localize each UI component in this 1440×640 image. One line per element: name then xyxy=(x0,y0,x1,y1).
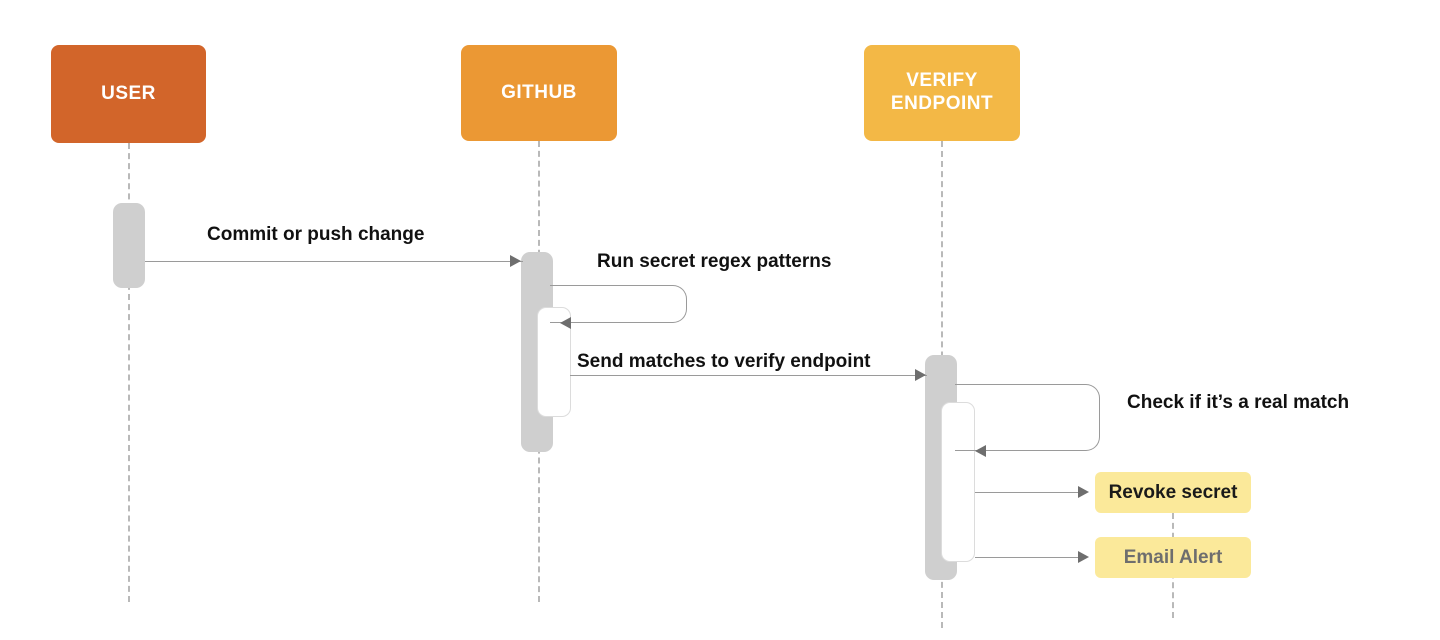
message-line-email-alert xyxy=(975,557,1080,558)
self-loop-check-real-match xyxy=(955,384,1100,451)
note-label-revoke-secret: Revoke secret xyxy=(1108,481,1238,503)
arrow-head-icon-revoke-secret xyxy=(1078,486,1089,498)
note-label-email-alert: Email Alert xyxy=(1123,546,1223,568)
activation-bar-verify-inner xyxy=(941,402,975,562)
arrow-head-icon-run-secret-regex xyxy=(560,317,571,329)
message-line-commit-or-push xyxy=(145,261,523,262)
activation-bar-user xyxy=(113,203,145,288)
message-line-send-matches xyxy=(570,375,927,376)
self-loop-run-secret-regex xyxy=(550,285,687,323)
arrow-head-icon-send-matches xyxy=(915,369,926,381)
message-label-send-matches: Send matches to verify endpoint xyxy=(577,351,871,372)
arrow-head-icon-check-real-match xyxy=(975,445,986,457)
participant-box-user[interactable]: USER xyxy=(51,45,206,143)
arrow-head-icon-commit-or-push xyxy=(510,255,521,267)
note-box-revoke-secret[interactable]: Revoke secret xyxy=(1095,472,1251,513)
participant-box-verify[interactable]: VERIFY ENDPOINT xyxy=(864,45,1020,141)
participant-label-user: USER xyxy=(101,82,156,104)
participant-box-github[interactable]: GITHUB xyxy=(461,45,617,141)
arrow-head-icon-email-alert xyxy=(1078,551,1089,563)
participant-label-verify: VERIFY ENDPOINT xyxy=(890,70,994,114)
lifeline-user xyxy=(128,143,130,602)
note-box-email-alert[interactable]: Email Alert xyxy=(1095,537,1251,578)
message-line-revoke-secret xyxy=(975,492,1080,493)
message-label-run-secret-regex: Run secret regex patterns xyxy=(597,251,832,272)
message-label-check-real-match: Check if it’s a real match xyxy=(1127,392,1350,413)
participant-label-github: GITHUB xyxy=(501,81,577,103)
message-label-commit-or-push: Commit or push change xyxy=(207,224,425,245)
